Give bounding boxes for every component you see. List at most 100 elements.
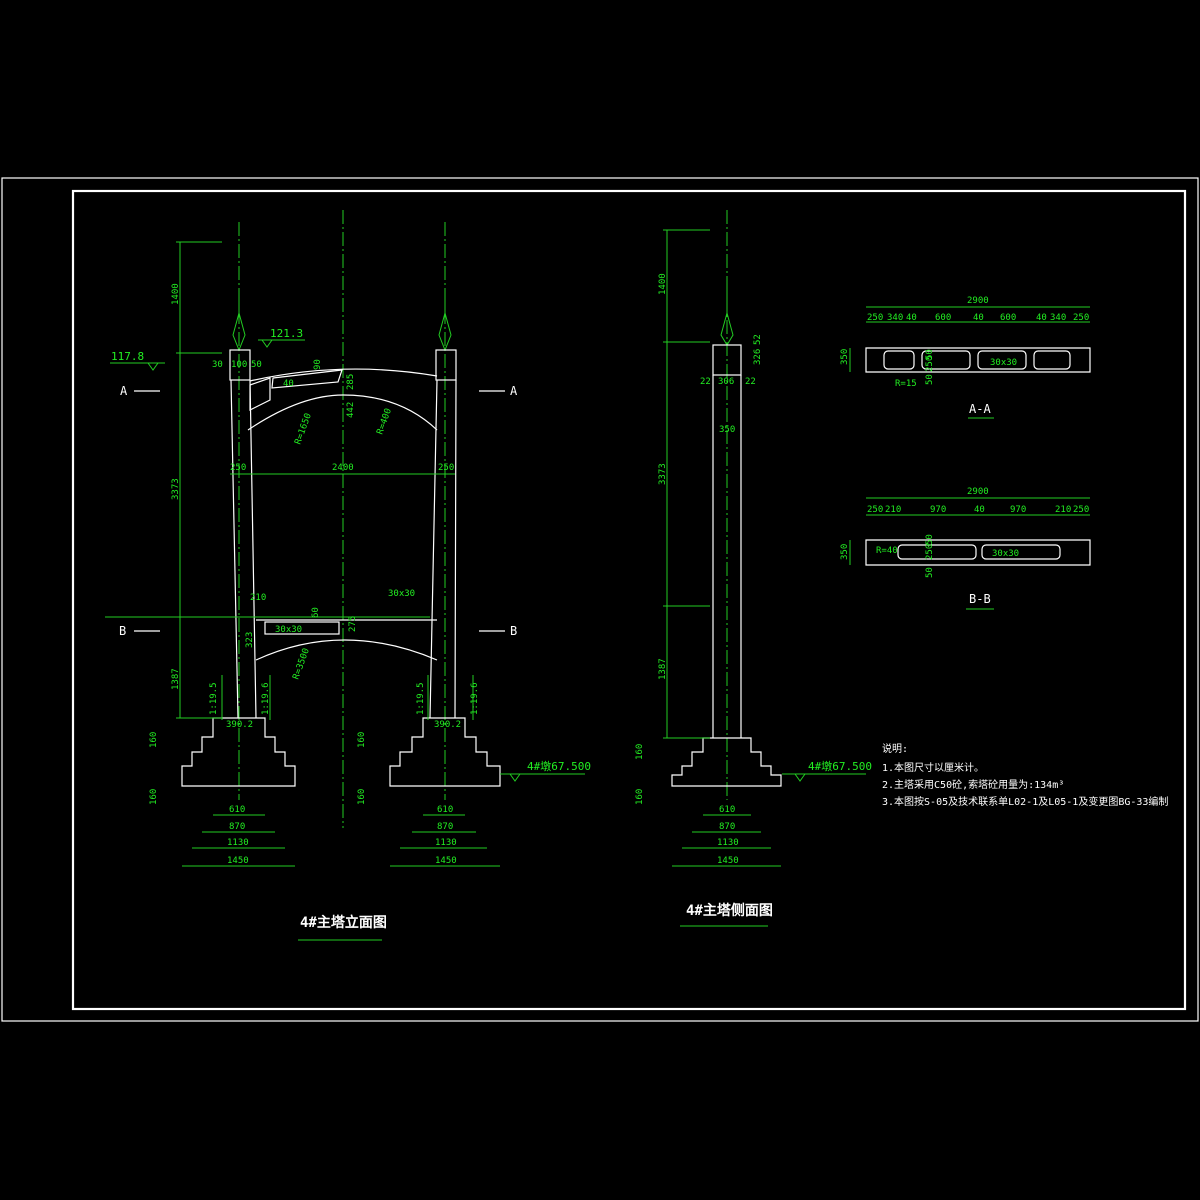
slope-right-a: 1:19.5 <box>416 682 426 715</box>
side-dim-22-left: 22 <box>700 377 711 387</box>
section-b-left: B <box>119 624 126 638</box>
bb-part-4: 970 <box>1010 505 1026 515</box>
bb-part-0: 250 <box>867 505 883 515</box>
dim-span: 2400 <box>332 463 354 473</box>
dim-top-height: 1400 <box>171 283 181 305</box>
dim-323: 323 <box>245 632 255 648</box>
outer-frame <box>1 177 1199 1022</box>
dim-low-height: 1387 <box>171 668 181 690</box>
elevation-left-mark: 117.8 <box>111 350 144 363</box>
aa-part-2: 40 <box>906 313 917 323</box>
aa-part-7: 340 <box>1050 313 1066 323</box>
dim-160-d: 160 <box>357 789 367 805</box>
side-view: 4#主塔侧面图 4#墩67.500 1400 3373 1387 52 326 … <box>635 210 872 927</box>
bb-inner-c: 50 <box>925 567 935 578</box>
side-base-1450: 1450 <box>717 856 739 866</box>
bb-part-1: 210 <box>885 505 901 515</box>
dim-442: 442 <box>346 402 356 418</box>
base-610-right: 610 <box>437 805 453 815</box>
side-dim-326: 326 <box>753 349 763 365</box>
slope-right-b: 1:19.6 <box>470 682 480 715</box>
elevation-base-mark: 4#墩67.500 <box>527 759 591 773</box>
side-dim-low-height: 1387 <box>658 658 668 680</box>
dim-285: 285 <box>346 374 356 390</box>
aa-inner-a: 50 <box>925 349 935 360</box>
dim-160-b: 160 <box>149 789 159 805</box>
bb-hole: 30x30 <box>992 549 1019 559</box>
aa-part-5: 600 <box>1000 313 1016 323</box>
base-1130-left: 1130 <box>227 838 249 848</box>
dim-100: 100 <box>231 360 247 370</box>
bb-radius: R=40 <box>876 546 898 556</box>
notes-heading: 说明: <box>882 742 908 755</box>
bb-part-5: 210 <box>1055 505 1071 515</box>
side-base-1130: 1130 <box>717 838 739 848</box>
section-bb-title: B-B <box>969 592 991 606</box>
aa-hole: 30x30 <box>990 358 1017 368</box>
aa-total: 2900 <box>967 296 989 306</box>
dim-50: 50 <box>251 360 262 370</box>
aa-part-4: 40 <box>973 313 984 323</box>
dim-3902-left: 390.2 <box>226 720 253 730</box>
note-1: 1.本图尺寸以厘米计。 <box>882 761 984 774</box>
dim-275: 275 <box>348 616 358 632</box>
base-1450-right: 1450 <box>435 856 457 866</box>
elevation-view: 4#主塔立面图 117.8 121.3 4#墩67.500 A A B B 14… <box>105 210 591 941</box>
bb-height: 350 <box>840 544 850 560</box>
aa-height: 350 <box>840 349 850 365</box>
section-a-right: A <box>510 384 518 398</box>
dim-250-left: 250 <box>230 463 246 473</box>
base-870-left: 870 <box>229 822 245 832</box>
dim-250-right: 250 <box>438 463 454 473</box>
side-dim-160-b: 160 <box>635 789 645 805</box>
dim-r400: R=400 <box>375 407 394 436</box>
side-base-870: 870 <box>719 822 735 832</box>
aa-part-0: 250 <box>867 313 883 323</box>
dim-r1650: R=1650 <box>293 412 314 446</box>
side-dim-350: 350 <box>719 425 735 435</box>
dim-30x30-upper: 30x30 <box>388 589 415 599</box>
side-dim-160-a: 160 <box>635 744 645 760</box>
side-dim-22-right: 22 <box>745 377 756 387</box>
section-a-left: A <box>120 384 128 398</box>
aa-part-1: 340 <box>887 313 903 323</box>
section-b-right: B <box>510 624 517 638</box>
dim-210: 210 <box>250 593 266 603</box>
base-610-left: 610 <box>229 805 245 815</box>
dim-160-a: 160 <box>149 732 159 748</box>
side-base-mark: 4#墩67.500 <box>808 759 872 773</box>
side-dim-52: 52 <box>753 334 763 345</box>
dim-30: 30 <box>212 360 223 370</box>
slope-left-b: 1:19.6 <box>261 682 271 715</box>
note-2: 2.主塔采用C50砼,索塔砼用量为:134m³ <box>882 778 1064 791</box>
side-dim-mid-height: 3373 <box>658 463 668 485</box>
dim-r3500: R=3500 <box>291 647 312 681</box>
dim-60: 60 <box>311 607 321 618</box>
dim-90: 90 <box>313 359 323 370</box>
bb-total: 2900 <box>967 487 989 497</box>
bb-inner-a: 50 <box>925 534 935 545</box>
base-1130-right: 1130 <box>435 838 457 848</box>
slope-left-a: 1:19.5 <box>209 682 219 715</box>
notes: 说明: 1.本图尺寸以厘米计。 2.主塔采用C50砼,索塔砼用量为:134m³ … <box>882 742 1168 808</box>
bb-part-2: 970 <box>930 505 946 515</box>
bb-inner-b: 250 <box>925 544 935 560</box>
dim-mid-height: 3373 <box>171 478 181 500</box>
aa-inner-c: 50 <box>925 374 935 385</box>
elevation-right-mark: 121.3 <box>270 327 303 340</box>
aa-part-8: 250 <box>1073 313 1089 323</box>
dim-30x30-lower: 30x30 <box>275 625 302 635</box>
side-base-610: 610 <box>719 805 735 815</box>
bb-part-3: 40 <box>974 505 985 515</box>
base-870-right: 870 <box>437 822 453 832</box>
section-aa-title: A-A <box>969 402 991 416</box>
dim-3902-right: 390.2 <box>434 720 461 730</box>
bb-part-6: 250 <box>1073 505 1089 515</box>
aa-part-3: 600 <box>935 313 951 323</box>
inner-frame <box>71 189 1187 1011</box>
side-dim-top-height: 1400 <box>658 273 668 295</box>
note-3: 3.本图按S-05及技术联系单L02-1及L05-1及变更图BG-33编制 <box>882 795 1168 808</box>
